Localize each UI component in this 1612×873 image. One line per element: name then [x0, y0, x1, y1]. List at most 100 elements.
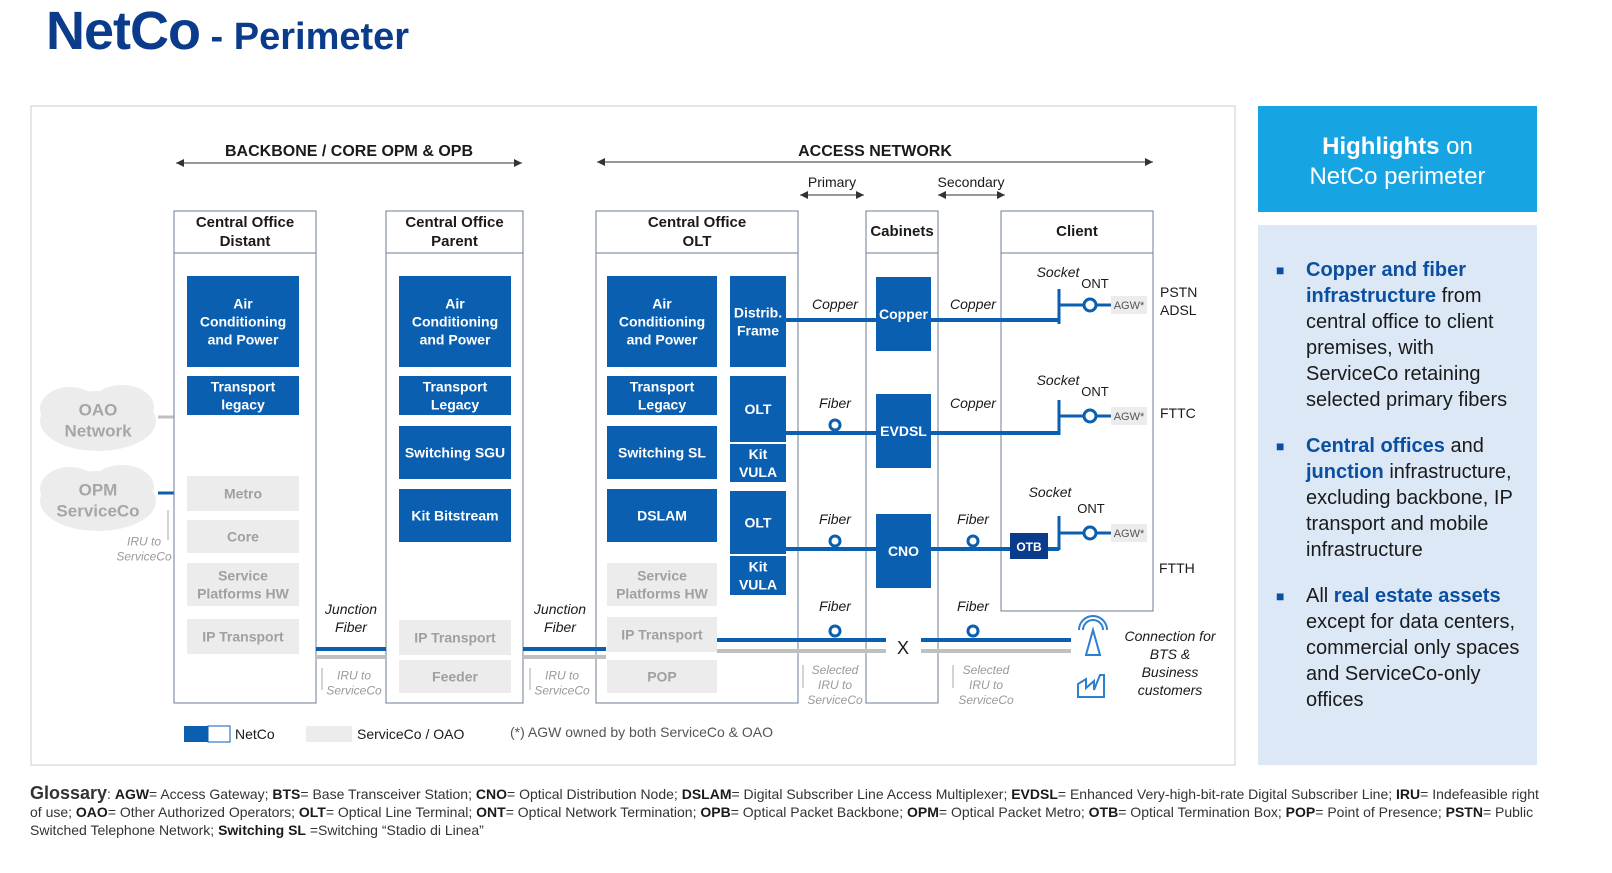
glossary-term: IRU	[1396, 786, 1421, 802]
kit-vula-box-label: VULA	[739, 577, 777, 593]
agw-box	[1111, 407, 1147, 425]
agw-label: AGW*	[1114, 300, 1145, 312]
transport-legacy-box	[399, 376, 511, 415]
cloud-label: OPM	[79, 481, 118, 500]
glossary-term: CNO	[475, 786, 507, 802]
kit-vula-box-label: Kit	[749, 559, 768, 575]
arrow-head-icon	[938, 191, 946, 199]
agw-label: AGW*	[1114, 411, 1145, 423]
column-title: Distant	[220, 233, 271, 250]
selected-iru-label: Selected	[963, 663, 1010, 677]
glossary-definition: = Digital Subscriber Line Access Multipl…	[731, 786, 1012, 802]
primary-label: Primary	[808, 174, 856, 190]
distribution-frame-box	[730, 276, 786, 367]
evdsl-cabinet-box	[876, 394, 931, 468]
page-title: NetCo - Perimeter	[46, 0, 409, 62]
glossary-term: EVDSL	[1011, 786, 1058, 802]
ip-transport-box-label: IP Transport	[202, 629, 284, 645]
ont-icon	[1082, 525, 1098, 541]
junction-label: Fiber	[335, 619, 368, 635]
selected-iru-label: ServiceCo	[958, 693, 1014, 707]
copper-cabinet-box-label: Copper	[879, 306, 929, 322]
highlight-text: All	[1306, 585, 1334, 607]
fiber-splice-icon	[828, 534, 842, 548]
glossary-definition: = Point of Presence;	[1315, 804, 1446, 820]
cloud-shape	[90, 465, 154, 509]
air-conditioning-box-label: Air	[652, 296, 672, 312]
bullet-icon: ■	[1276, 438, 1285, 454]
glossary-definition: = Optical Packet Backbone;	[730, 804, 907, 820]
highlight-text: and	[1444, 435, 1484, 457]
highlight-bold: Copper and fiber infrastructure	[1306, 259, 1467, 307]
arrow-head-icon	[514, 159, 522, 167]
cloud-label: ServiceCo	[56, 502, 139, 521]
service-platforms-box	[607, 563, 717, 606]
transport-legacy-box-label: Legacy	[431, 397, 479, 413]
transport-legacy-box-label: Transport	[630, 379, 695, 395]
x-mark: X	[897, 638, 909, 658]
glossary-term: BTS	[272, 786, 301, 802]
transport-legacy-box-label: legacy	[221, 397, 265, 413]
olt-box-label: OLT	[745, 515, 772, 531]
title-sub: - Perimeter	[200, 16, 410, 58]
junction-label: Junction	[324, 601, 377, 617]
transport-legacy-box	[607, 376, 717, 415]
olt-box-label: OLT	[745, 401, 772, 417]
column-title: Central Office	[196, 214, 294, 231]
otb-box	[1010, 533, 1048, 559]
arrow-head-icon	[997, 191, 1005, 199]
glossary-definition: = Base Transceiver Station;	[300, 786, 476, 802]
transport-legacy-box-label: Legacy	[638, 397, 686, 413]
transport-legacy-box-label: Transport	[211, 379, 276, 395]
service-platforms-box	[187, 563, 299, 606]
service-platforms-box-label: Platforms HW	[616, 586, 709, 602]
legend-note: (*) AGW owned by both ServiceCo & OAO	[510, 724, 773, 740]
highlights-title-bold: Highlights	[1322, 133, 1440, 160]
glossary-definition: = Indefeasible right of use;	[30, 786, 1539, 820]
selected-iru-label: IRU to	[969, 678, 1003, 692]
iru-label: ServiceCo	[116, 550, 172, 564]
air-conditioning-box	[607, 276, 717, 367]
highlight-item: ■ Copper and fiber infrastructure from c…	[1276, 257, 1521, 413]
connection-label: Business	[1142, 664, 1199, 680]
glossary: Glossary: AGW= Access Gateway; BTS= Base…	[30, 783, 1539, 838]
connection-label: customers	[1138, 682, 1203, 698]
highlights-panel: ■ Copper and fiber infrastructure from c…	[1258, 225, 1537, 765]
column-title: Client	[1056, 223, 1098, 240]
glossary-definition: = Enhanced Very-high-bit-rate Digital Su…	[1057, 786, 1397, 802]
column-title: OLT	[683, 233, 712, 250]
socket-label: Socket	[1037, 372, 1081, 388]
air-conditioning-box	[187, 276, 299, 367]
ont-label: ONT	[1081, 276, 1109, 291]
fiber-label: Fiber	[819, 598, 852, 614]
glossary-entries: AGW= Access Gateway; BTS= Base Transceiv…	[30, 786, 1539, 838]
highlights-header: Highlights on NetCo perimeter	[1258, 106, 1537, 212]
glossary-term: Switching SL	[218, 822, 306, 838]
pop-box	[607, 660, 717, 693]
otb-label: OTB	[1016, 540, 1042, 554]
glossary-label: Glossary	[30, 783, 108, 803]
core-box-label: Core	[227, 529, 259, 545]
arrow-head-icon	[176, 159, 184, 167]
copper-cabinet-box	[876, 277, 931, 351]
kit-bitstream-box-label: Kit Bitstream	[411, 508, 498, 524]
glossary-term: PSTN	[1445, 804, 1483, 820]
junction-label: Junction	[533, 601, 586, 617]
metro-box	[187, 476, 299, 511]
backbone-header: BACKBONE / CORE OPM & OPB	[225, 143, 473, 160]
ont-icon	[1082, 297, 1098, 313]
selected-iru-label: ServiceCo	[807, 693, 863, 707]
ftth-label: FTTH	[1159, 560, 1195, 576]
switching-sl-box	[607, 426, 717, 479]
air-conditioning-box-label: and Power	[208, 332, 279, 348]
cloud-label: OAO	[79, 401, 118, 420]
ont-label: ONT	[1077, 501, 1105, 516]
fiber-splice-icon	[828, 418, 842, 432]
fttc-label: FTTC	[1160, 405, 1196, 421]
service-platforms-box-label: Service	[637, 568, 687, 584]
bullet-icon: ■	[1276, 588, 1285, 604]
iru-label: IRU to	[337, 669, 371, 683]
dslam-box-label: DSLAM	[637, 508, 687, 524]
fiber-label: Fiber	[957, 511, 990, 527]
fiber-label: Fiber	[819, 511, 852, 527]
